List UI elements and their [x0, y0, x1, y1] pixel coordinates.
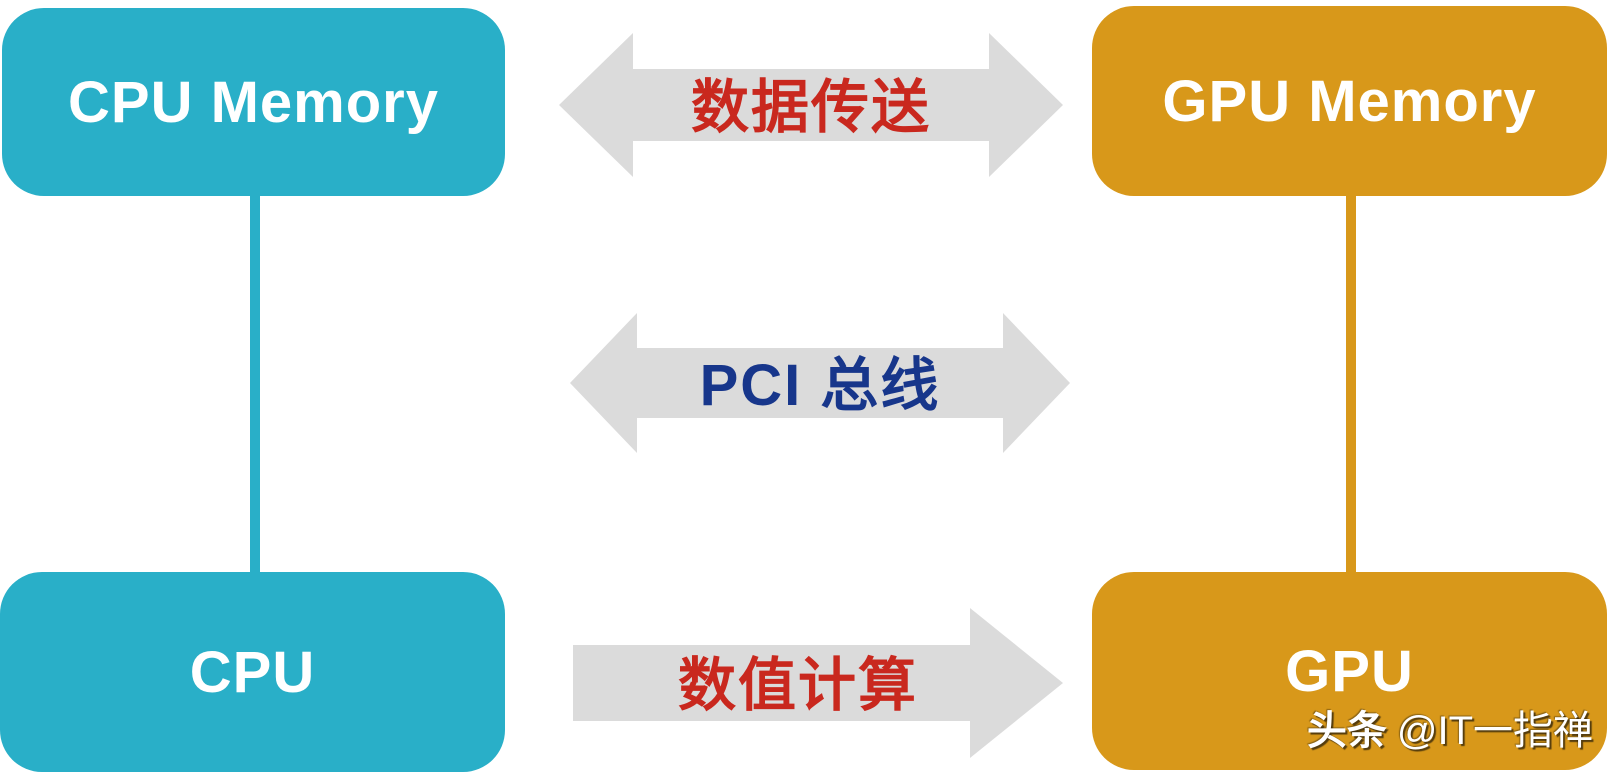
gpu-memory-to-gpu-line: [1346, 194, 1356, 574]
cpu-memory-label: CPU Memory: [68, 69, 439, 135]
gpu-memory-label: GPU Memory: [1162, 68, 1537, 134]
watermark-handle: @IT一指禅: [1396, 709, 1593, 753]
cpu-memory-box: CPU Memory: [2, 8, 505, 196]
gpu-memory-box: GPU Memory: [1092, 6, 1607, 196]
watermark-source: 头条: [1306, 709, 1387, 753]
watermark: 头条@IT一指禅: [1307, 698, 1593, 756]
cpu-label: CPU: [189, 639, 316, 705]
double-arrow-icon: [559, 33, 1063, 177]
double-arrow-icon: [570, 313, 1070, 453]
gpu-label: GPU: [1285, 638, 1414, 704]
cpu-memory-to-cpu-line: [250, 194, 260, 574]
right-arrow-icon: [573, 608, 1063, 758]
gpu-box: GPU: [1092, 572, 1607, 770]
cpu-box: CPU: [0, 572, 505, 772]
